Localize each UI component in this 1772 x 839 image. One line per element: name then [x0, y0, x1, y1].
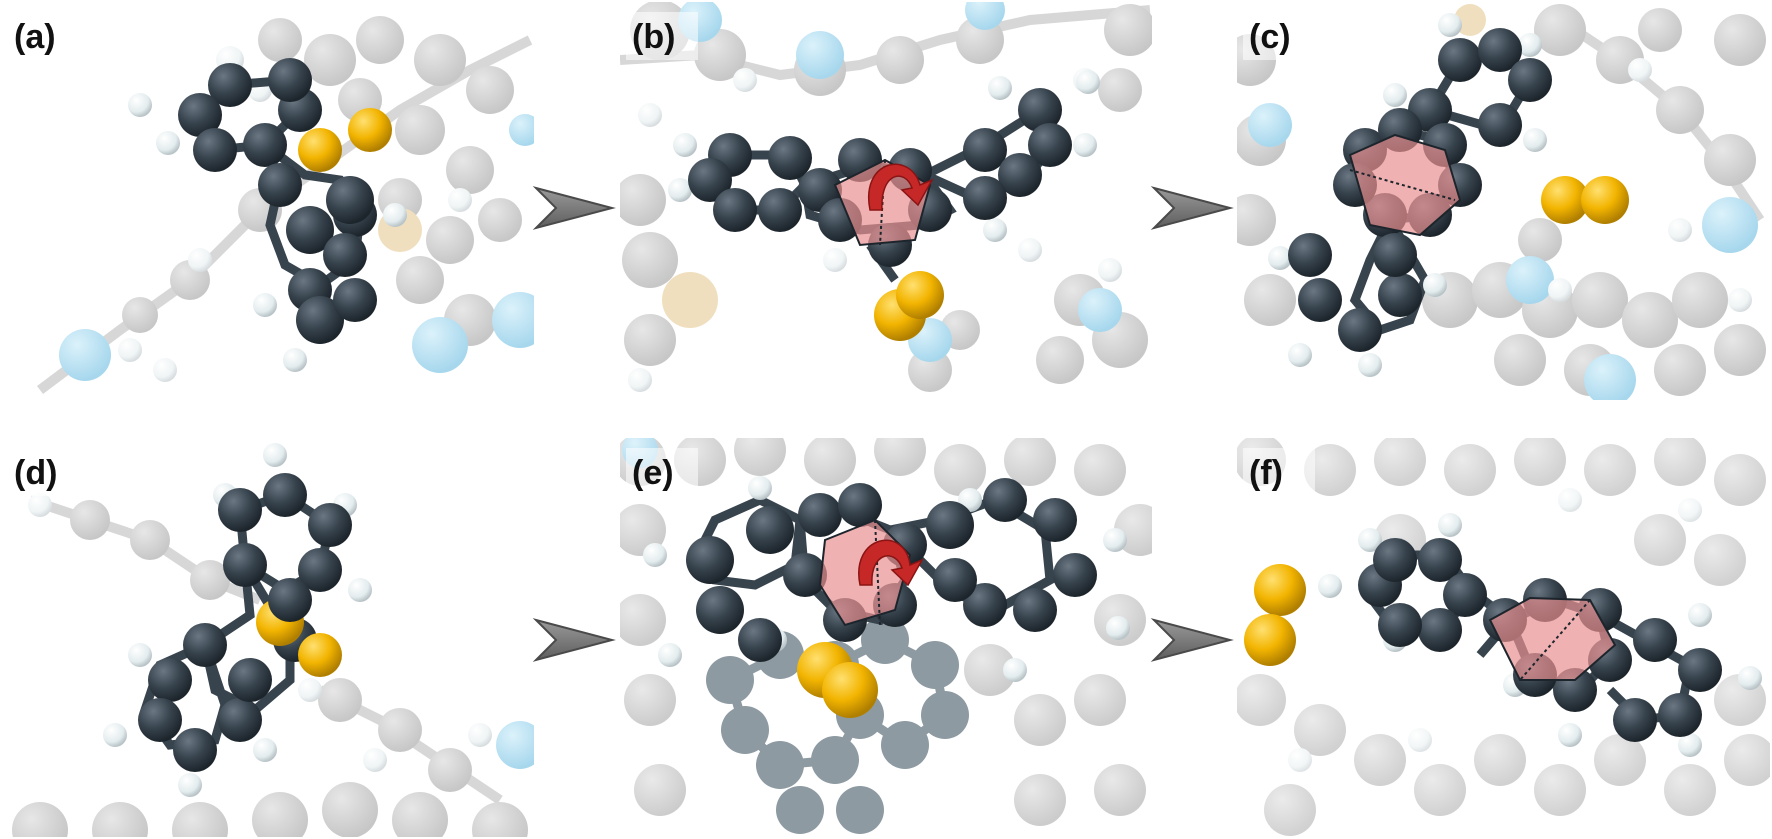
- background-molecules: [37, 16, 534, 394]
- background-molecules: [620, 2, 1152, 392]
- highlighted-molecule: [1268, 13, 1629, 377]
- rotation-arrow: [867, 163, 934, 211]
- ring-highlight: [1488, 596, 1617, 681]
- process-arrows: [532, 186, 1234, 662]
- highlighted-molecule: [643, 476, 1130, 718]
- right-arrow-icon: [1150, 618, 1234, 662]
- background-molecules: [1237, 4, 1766, 400]
- background-molecules: [12, 493, 534, 837]
- highlighted-molecule: [103, 443, 372, 797]
- rotation-arrow: [858, 539, 924, 587]
- panel-label-f: (f): [1249, 454, 1283, 492]
- right-arrow-icon: [532, 186, 616, 230]
- panel-label-e: (e): [632, 454, 674, 492]
- ring-highlight: [1348, 133, 1462, 237]
- panel-e: (e): [620, 438, 1152, 837]
- highlighted-molecule: [668, 70, 1100, 341]
- panel-label-a: (a): [14, 18, 56, 56]
- right-arrow-icon: [532, 618, 616, 662]
- panel-a: (a): [2, 2, 534, 400]
- panel-c: (c): [1237, 2, 1770, 400]
- highlighted-molecule: [128, 58, 407, 372]
- highlighted-molecule: [1244, 513, 1762, 757]
- panel-f: (f): [1237, 438, 1770, 837]
- right-arrow-icon: [1150, 186, 1234, 230]
- panel-label-c: (c): [1249, 18, 1291, 56]
- panel-d: (d): [2, 438, 534, 837]
- panel-label-d: (d): [14, 454, 57, 492]
- panel-label-b: (b): [632, 18, 675, 56]
- panel-b: (b): [620, 2, 1152, 400]
